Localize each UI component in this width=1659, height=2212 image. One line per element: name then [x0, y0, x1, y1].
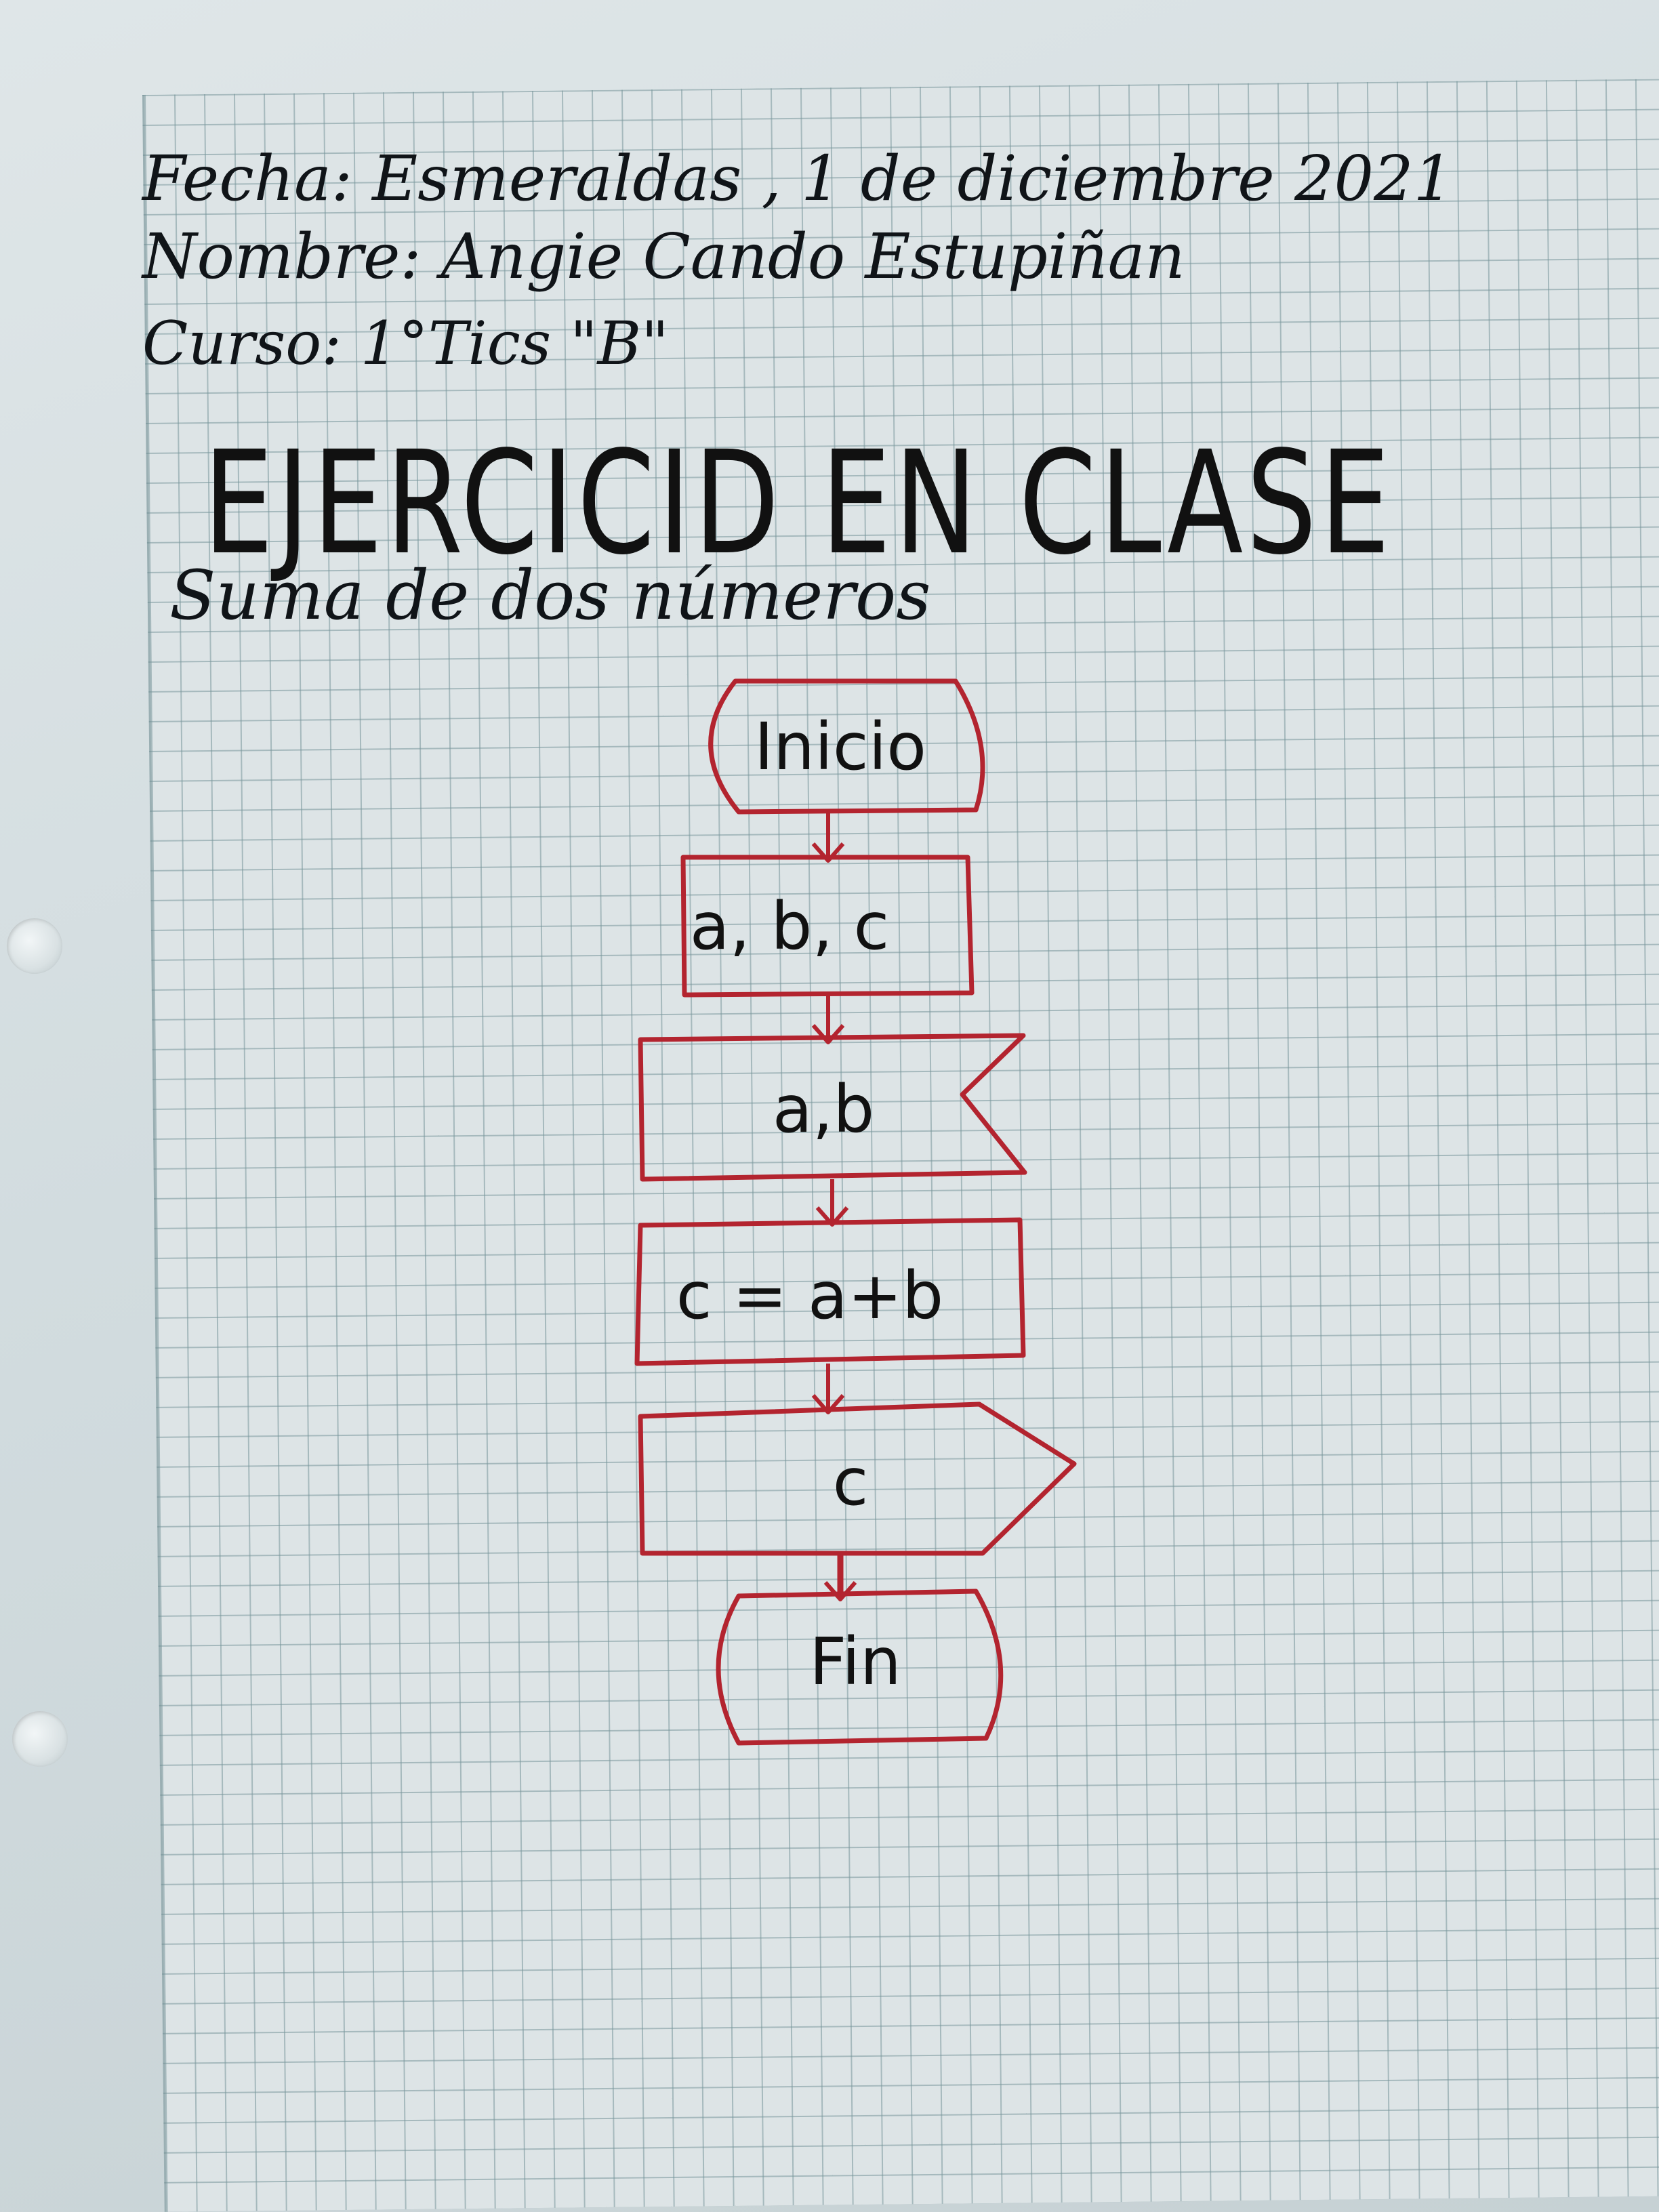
flowchart-label-process: c = a+b: [676, 1258, 943, 1334]
flowchart-arrow-4: [811, 1364, 845, 1414]
flowchart-node-input: a,b: [638, 1033, 1027, 1182]
flowchart-label-fin: Fin: [809, 1624, 901, 1700]
flowchart-node-process: c = a+b: [634, 1217, 1026, 1366]
flowchart-arrow-2: [811, 995, 845, 1044]
header-date-line: Fecha: Esmeraldas , 1 de diciembre 2021: [142, 142, 1454, 215]
binder-hole-top: [7, 918, 62, 974]
flowchart-arrow-3: [815, 1179, 849, 1227]
binder-hole-bottom: [12, 1711, 68, 1767]
flowchart-node-inicio: Inicio: [708, 678, 985, 815]
flowchart-label-inicio: Inicio: [754, 709, 926, 785]
flowchart-node-declare: a, b, c: [680, 855, 975, 998]
flowchart-arrow-5: [823, 1553, 857, 1601]
exercise-title: EJERCICID EN CLASE: [203, 420, 1393, 586]
flowchart-label-input: a,b: [773, 1071, 874, 1147]
header-course-line: Curso: 1°Tics "B": [142, 308, 669, 378]
header-name-line: Nombre: Angie Cando Estupiñan: [142, 220, 1185, 293]
flowchart-label-declare: a, b, c: [690, 888, 890, 964]
exercise-subtitle: Suma de dos números: [169, 556, 931, 635]
flowchart-label-output: c: [833, 1444, 869, 1520]
flowchart-node-fin: Fin: [716, 1589, 1004, 1746]
flowchart-node-output: c: [638, 1401, 1077, 1556]
flowchart-arrow-1: [811, 812, 845, 863]
